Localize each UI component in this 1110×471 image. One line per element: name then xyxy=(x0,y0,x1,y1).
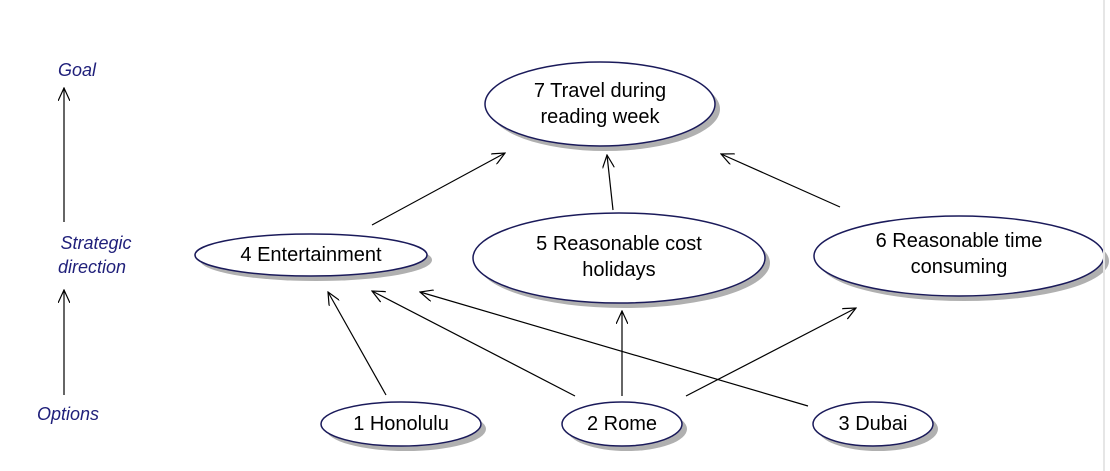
node-7-line1: 7 Travel during xyxy=(533,80,667,102)
node-6-line1: 6 Reasonable time xyxy=(875,230,1043,252)
level-label-strategic: Strategic direction xyxy=(48,231,144,279)
node-2-line1: 2 Rome xyxy=(586,413,658,435)
level-label-strategic-line1: Strategic xyxy=(60,233,132,253)
node-7-label: 7 Travel during reading week xyxy=(490,72,710,136)
node-1-label: 1 Honolulu xyxy=(325,409,477,439)
node-4-line1: 4 Entertainment xyxy=(240,244,382,266)
node-1-shape xyxy=(320,401,486,451)
node-3-shape xyxy=(812,401,938,451)
edge-5-to-7 xyxy=(607,155,613,211)
node-6-label: 6 Reasonable time consuming xyxy=(818,222,1100,286)
edge-4-to-7 xyxy=(371,153,505,226)
node-6-line2: consuming xyxy=(910,256,1008,278)
node-2-label: 2 Rome xyxy=(565,409,679,439)
node-4-label: 4 Entertainment xyxy=(200,240,422,270)
node-5-shape xyxy=(472,212,770,308)
level-label-strategic-line2: direction xyxy=(57,257,127,277)
node-5-line1: 5 Reasonable cost xyxy=(536,233,702,255)
node-5-line2: holidays xyxy=(582,259,656,281)
node-3-line1: 3 Dubai xyxy=(838,413,908,435)
node-7-line2: reading week xyxy=(540,106,660,128)
node-7-shape xyxy=(484,61,720,151)
node-2-shape xyxy=(561,401,687,451)
edge-1-to-4 xyxy=(328,292,387,396)
right-edge-divider xyxy=(1103,0,1105,471)
node-1-line1: 1 Honolulu xyxy=(353,413,449,435)
edge-3-to-4 xyxy=(420,292,809,407)
node-4-shape xyxy=(194,233,432,281)
edge-6-to-7 xyxy=(721,154,841,208)
level-label-goal: Goal xyxy=(58,60,97,80)
edge-2-to-4 xyxy=(372,291,576,397)
edge-2-to-6 xyxy=(685,308,856,397)
node-6-shape xyxy=(813,215,1109,301)
node-3-label: 3 Dubai xyxy=(816,409,930,439)
level-label-options: Options xyxy=(37,404,100,424)
node-5-label: 5 Reasonable cost holidays xyxy=(478,225,760,289)
